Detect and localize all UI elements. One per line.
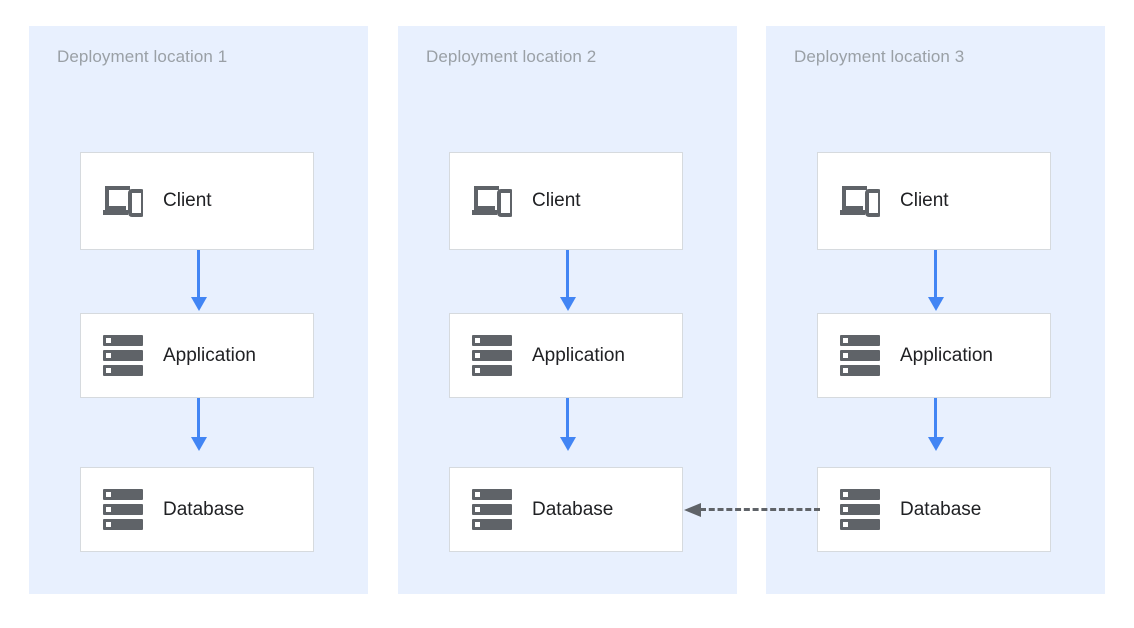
server-led — [475, 507, 480, 512]
node-application[interactable]: Application — [817, 313, 1051, 398]
server-bar — [840, 350, 880, 361]
arrow-head — [190, 437, 207, 451]
arrow-application-to-database — [559, 398, 576, 451]
server-icon — [472, 489, 516, 530]
server-led — [106, 522, 111, 527]
server-led — [106, 492, 111, 497]
node-database[interactable]: Database — [817, 467, 1051, 552]
server-bar — [103, 350, 143, 361]
server-bar — [840, 489, 880, 500]
node-label: Database — [900, 498, 982, 520]
server-led — [106, 368, 111, 373]
server-led — [106, 507, 111, 512]
arrow-client-to-application — [559, 250, 576, 311]
arrow-application-to-database — [190, 398, 207, 451]
arrow-client-to-application — [190, 250, 207, 311]
node-label: Database — [163, 498, 245, 520]
node-database[interactable]: Database — [449, 467, 683, 552]
server-bar — [840, 519, 880, 530]
server-bar — [472, 489, 512, 500]
arrow-client-to-application — [927, 250, 944, 311]
server-icon — [840, 489, 884, 530]
server-bar — [472, 350, 512, 361]
server-icon — [472, 335, 516, 376]
node-label: Application — [163, 344, 256, 366]
server-bar — [103, 504, 143, 515]
server-led — [843, 492, 848, 497]
server-bar — [472, 519, 512, 530]
arrow-head-left-icon — [684, 503, 701, 517]
server-bar — [840, 365, 880, 376]
client-devices-icon — [840, 181, 884, 221]
server-led — [106, 338, 111, 343]
deployment-location-panel-1: Deployment location 1 Client — [29, 26, 368, 594]
server-led — [475, 338, 480, 343]
node-label: Application — [900, 344, 993, 366]
server-bar — [103, 489, 143, 500]
server-bar — [103, 519, 143, 530]
server-bar — [840, 335, 880, 346]
arrow-line — [934, 250, 937, 298]
arrow-head — [559, 297, 576, 311]
server-bar — [472, 365, 512, 376]
arrow-head — [927, 297, 944, 311]
dashed-line — [700, 508, 820, 511]
arrow-head — [190, 297, 207, 311]
deployment-location-panel-2: Deployment location 2 Client — [398, 26, 737, 594]
node-client[interactable]: Client — [817, 152, 1051, 250]
server-led — [475, 368, 480, 373]
server-led — [843, 368, 848, 373]
server-bar — [103, 335, 143, 346]
client-devices-icon — [103, 181, 147, 221]
deployment-location-panel-3: Deployment location 3 Client — [766, 26, 1105, 594]
arrow-line — [197, 398, 200, 438]
panel-title: Deployment location 2 — [426, 47, 597, 66]
node-client[interactable]: Client — [449, 152, 683, 250]
server-led — [475, 492, 480, 497]
server-led — [843, 507, 848, 512]
panel-title: Deployment location 1 — [57, 47, 228, 66]
node-database[interactable]: Database — [80, 467, 314, 552]
panel-title: Deployment location 3 — [794, 47, 965, 66]
server-bar — [103, 365, 143, 376]
server-icon — [840, 335, 884, 376]
arrow-line — [197, 250, 200, 298]
arrow-line — [566, 250, 569, 298]
node-label: Client — [163, 190, 212, 211]
arrow-application-to-database — [927, 398, 944, 451]
arrow-head — [927, 437, 944, 451]
server-bar — [840, 504, 880, 515]
client-devices-icon — [472, 181, 516, 221]
node-client[interactable]: Client — [80, 152, 314, 250]
arrow-line — [566, 398, 569, 438]
arrow-head — [559, 437, 576, 451]
node-label: Client — [900, 190, 949, 211]
node-application[interactable]: Application — [449, 313, 683, 398]
server-led — [843, 522, 848, 527]
node-label: Application — [532, 344, 625, 366]
server-led — [106, 353, 111, 358]
dashed-replication-arrow — [684, 503, 820, 517]
server-led — [475, 522, 480, 527]
node-label: Database — [532, 498, 614, 520]
server-icon — [103, 335, 147, 376]
server-led — [843, 338, 848, 343]
server-led — [843, 353, 848, 358]
node-application[interactable]: Application — [80, 313, 314, 398]
server-icon — [103, 489, 147, 530]
server-bar — [472, 335, 512, 346]
server-bar — [472, 504, 512, 515]
server-led — [475, 353, 480, 358]
node-label: Client — [532, 190, 581, 211]
arrow-line — [934, 398, 937, 438]
